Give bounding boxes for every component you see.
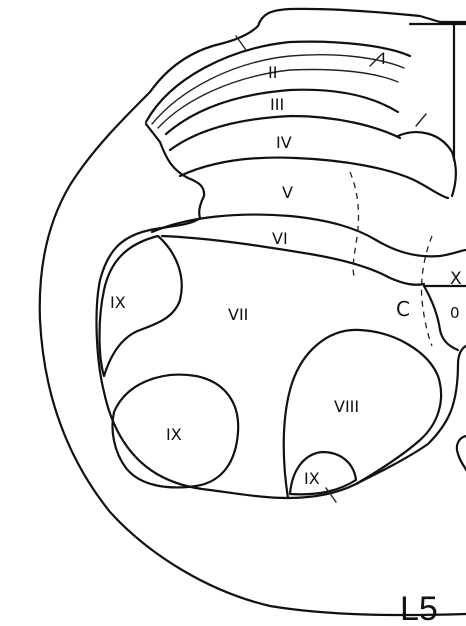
- dorsal-horn-edge: [97, 124, 205, 432]
- lamina-label-vii: VII: [228, 305, 248, 324]
- lamina-label-ix-lower: IX: [166, 425, 182, 444]
- lamina-vii-upper-boundary: [162, 236, 424, 285]
- lamina-label-vi: VI: [272, 229, 288, 248]
- ventral-grey-right: [356, 346, 466, 484]
- ventral-grey-boundary: [118, 432, 288, 498]
- lamina-x-dashed-1: [350, 172, 358, 276]
- lamina-label-ix-medial: IX: [304, 469, 320, 488]
- lamina-label-v: V: [282, 183, 293, 202]
- lamina-label-ii: II: [268, 63, 277, 82]
- segment-label: L5: [400, 590, 438, 626]
- lamina-vi-boundary: [152, 215, 466, 257]
- ventral-margin: [457, 436, 466, 470]
- lamina-label-iv: IV: [276, 133, 292, 152]
- lamina-label-iii: III: [270, 95, 284, 114]
- tick-mark-arc: [416, 114, 426, 126]
- lamina-label-i: I: [381, 49, 386, 68]
- lamina-label-x: X: [450, 269, 462, 289]
- lamina-label-ix-upper: IX: [110, 293, 126, 312]
- lamina-label-x-sub: 0: [450, 304, 460, 322]
- lamina-v-boundary: [180, 158, 448, 198]
- lamina-label-c: C: [396, 297, 410, 321]
- lamina-label-viii: VIII: [334, 397, 359, 416]
